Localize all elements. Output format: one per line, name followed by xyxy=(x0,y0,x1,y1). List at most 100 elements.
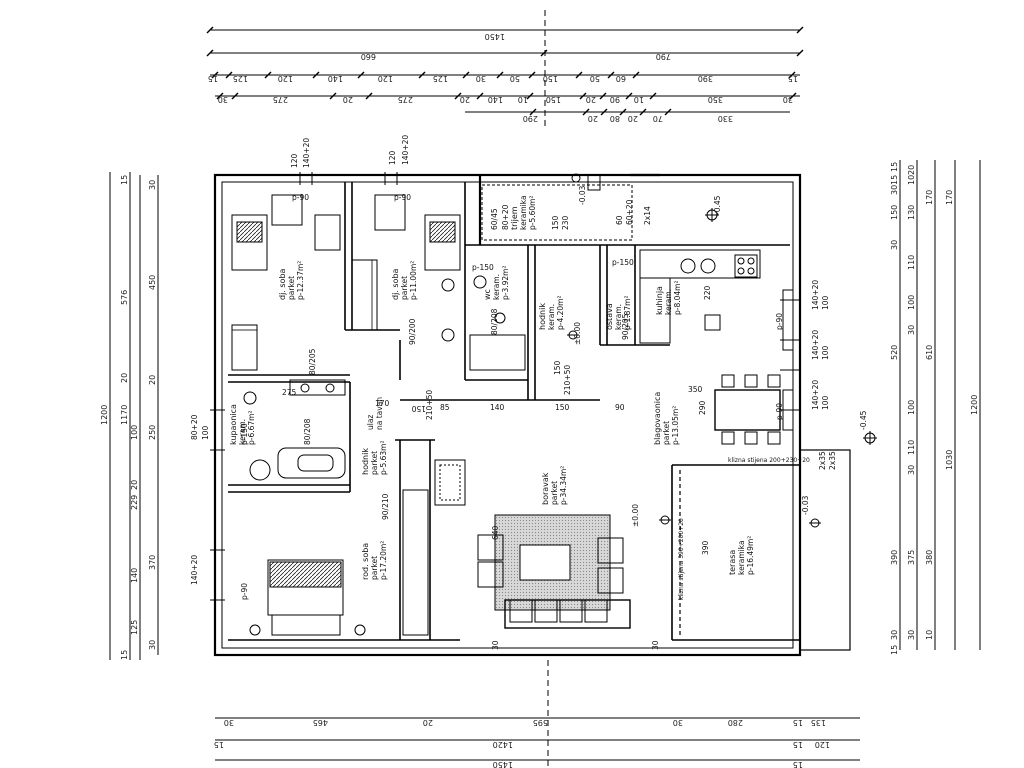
svg-text:80: 80 xyxy=(610,114,620,123)
svg-text:125: 125 xyxy=(433,74,448,83)
bottom-dim-labels: 30 465 20 595 30 280 15 135 15 1420 15 1… xyxy=(214,718,830,768)
svg-text:p-4.20m²: p-4.20m² xyxy=(556,296,565,330)
svg-text:15: 15 xyxy=(890,645,899,655)
svg-text:60: 60 xyxy=(615,215,624,225)
svg-text:170: 170 xyxy=(925,190,934,205)
svg-text:390: 390 xyxy=(701,540,710,555)
svg-text:p-13.05m²: p-13.05m² xyxy=(671,406,680,445)
kitchen-fixtures xyxy=(639,249,761,344)
bottom-dimension-lines xyxy=(215,660,860,768)
svg-text:p-150: p-150 xyxy=(472,263,494,272)
svg-text:30: 30 xyxy=(783,95,793,104)
svg-text:1450: 1450 xyxy=(493,760,513,768)
svg-text:70: 70 xyxy=(653,114,663,123)
svg-text:-0.03: -0.03 xyxy=(578,185,587,205)
svg-text:keramika: keramika xyxy=(519,195,528,230)
svg-text:blagovaonica: blagovaonica xyxy=(653,392,662,445)
svg-text:30: 30 xyxy=(907,630,916,640)
svg-text:140: 140 xyxy=(490,403,505,412)
svg-text:140+20: 140+20 xyxy=(811,380,820,410)
svg-text:100: 100 xyxy=(821,345,830,360)
svg-text:2x35: 2x35 xyxy=(818,451,827,470)
svg-text:p-90: p-90 xyxy=(292,193,309,202)
svg-text:60: 60 xyxy=(616,74,626,83)
svg-text:290: 290 xyxy=(523,114,538,123)
svg-text:rod. soba: rod. soba xyxy=(361,543,370,580)
svg-text:20: 20 xyxy=(423,718,433,727)
svg-text:parket: parket xyxy=(370,451,379,475)
room-label-terasa: terasa keramika p-16.49m² xyxy=(728,536,755,575)
svg-text:15: 15 xyxy=(120,650,129,660)
svg-text:375: 375 xyxy=(907,550,916,565)
svg-text:30: 30 xyxy=(890,240,899,250)
svg-text:90: 90 xyxy=(615,403,625,412)
wc-fixtures xyxy=(469,275,526,371)
svg-text:100: 100 xyxy=(130,425,139,440)
svg-text:30: 30 xyxy=(218,95,228,104)
svg-text:110: 110 xyxy=(907,255,916,270)
svg-text:120: 120 xyxy=(278,74,293,83)
svg-text:30: 30 xyxy=(148,640,157,650)
svg-text:p-34.34m²: p-34.34m² xyxy=(559,466,568,505)
svg-text:p-5.63m²: p-5.63m² xyxy=(379,441,388,475)
svg-text:boravak: boravak xyxy=(541,472,550,505)
svg-text:250: 250 xyxy=(148,425,157,440)
svg-text:20: 20 xyxy=(148,375,157,385)
svg-text:p-12.37m²: p-12.37m² xyxy=(296,261,305,300)
svg-text:2x35: 2x35 xyxy=(828,451,837,470)
room-label-ostava: ostava keram. p-1.87m² xyxy=(605,296,632,330)
svg-text:terasa: terasa xyxy=(728,550,737,575)
svg-text:120: 120 xyxy=(815,740,830,749)
svg-text:290: 290 xyxy=(698,400,707,415)
svg-text:140+20: 140+20 xyxy=(190,555,199,585)
svg-text:dj. soba: dj. soba xyxy=(391,268,400,300)
svg-text:220: 220 xyxy=(703,285,712,300)
svg-text:2x14: 2x14 xyxy=(643,206,652,225)
svg-text:p-17.20m²: p-17.20m² xyxy=(379,541,388,580)
svg-text:parket: parket xyxy=(662,421,671,445)
svg-text:120: 120 xyxy=(290,153,299,168)
svg-text:130: 130 xyxy=(907,205,916,220)
svg-text:140: 140 xyxy=(130,568,139,583)
svg-text:90/205: 90/205 xyxy=(621,313,630,340)
svg-text:30: 30 xyxy=(890,185,899,195)
porch-outline xyxy=(481,174,633,241)
svg-text:1170: 1170 xyxy=(120,405,129,425)
svg-text:60/45: 60/45 xyxy=(490,208,499,230)
left-dim-labels: 1200 1170 15 576 20 229 20 15 30 450 20 … xyxy=(100,175,157,660)
left-dimension-lines xyxy=(109,172,159,660)
svg-text:klizna stijena 200+230+20: klizna stijena 200+230+20 xyxy=(728,457,810,464)
svg-text:30: 30 xyxy=(651,640,660,650)
room-label-boravak: boravak parket p-34.34m² xyxy=(541,466,568,505)
svg-text:20: 20 xyxy=(120,373,129,383)
svg-text:15: 15 xyxy=(890,162,899,172)
svg-text:30: 30 xyxy=(890,630,899,640)
svg-text:610: 610 xyxy=(925,345,934,360)
svg-text:125: 125 xyxy=(130,620,139,635)
svg-text:p-1.87m²: p-1.87m² xyxy=(623,296,632,330)
top-dim-labels: 1450 660 790 15 125 120 140 120 125 30 5… xyxy=(208,32,798,123)
svg-text:20: 20 xyxy=(586,95,596,104)
svg-text:1200: 1200 xyxy=(970,395,979,415)
svg-text:10: 10 xyxy=(634,95,644,104)
svg-text:150: 150 xyxy=(543,74,558,83)
svg-text:na tavan: na tavan xyxy=(375,397,384,430)
svg-text:±0.00: ±0.00 xyxy=(573,322,582,345)
svg-text:90/210: 90/210 xyxy=(381,493,390,520)
svg-text:140: 140 xyxy=(488,95,503,104)
svg-text:150: 150 xyxy=(555,403,570,412)
svg-text:140+20: 140+20 xyxy=(401,135,410,165)
svg-text:330: 330 xyxy=(718,114,733,123)
svg-text:350: 350 xyxy=(688,385,703,394)
svg-text:keram.: keram. xyxy=(614,304,623,330)
top-dimension-lines xyxy=(206,10,804,130)
svg-text:p-90: p-90 xyxy=(394,193,411,202)
svg-text:wc: wc xyxy=(483,289,492,300)
svg-text:p-6.67m²: p-6.67m² xyxy=(247,411,256,445)
svg-text:keram.: keram. xyxy=(547,304,556,330)
svg-text:dj. soba: dj. soba xyxy=(278,268,287,300)
right-dimension-lines xyxy=(899,160,981,650)
svg-text:±0.00: ±0.00 xyxy=(631,504,640,527)
svg-text:klizna stijena 390+200+20: klizna stijena 390+200+20 xyxy=(678,518,685,600)
bed-room2 xyxy=(351,194,461,342)
